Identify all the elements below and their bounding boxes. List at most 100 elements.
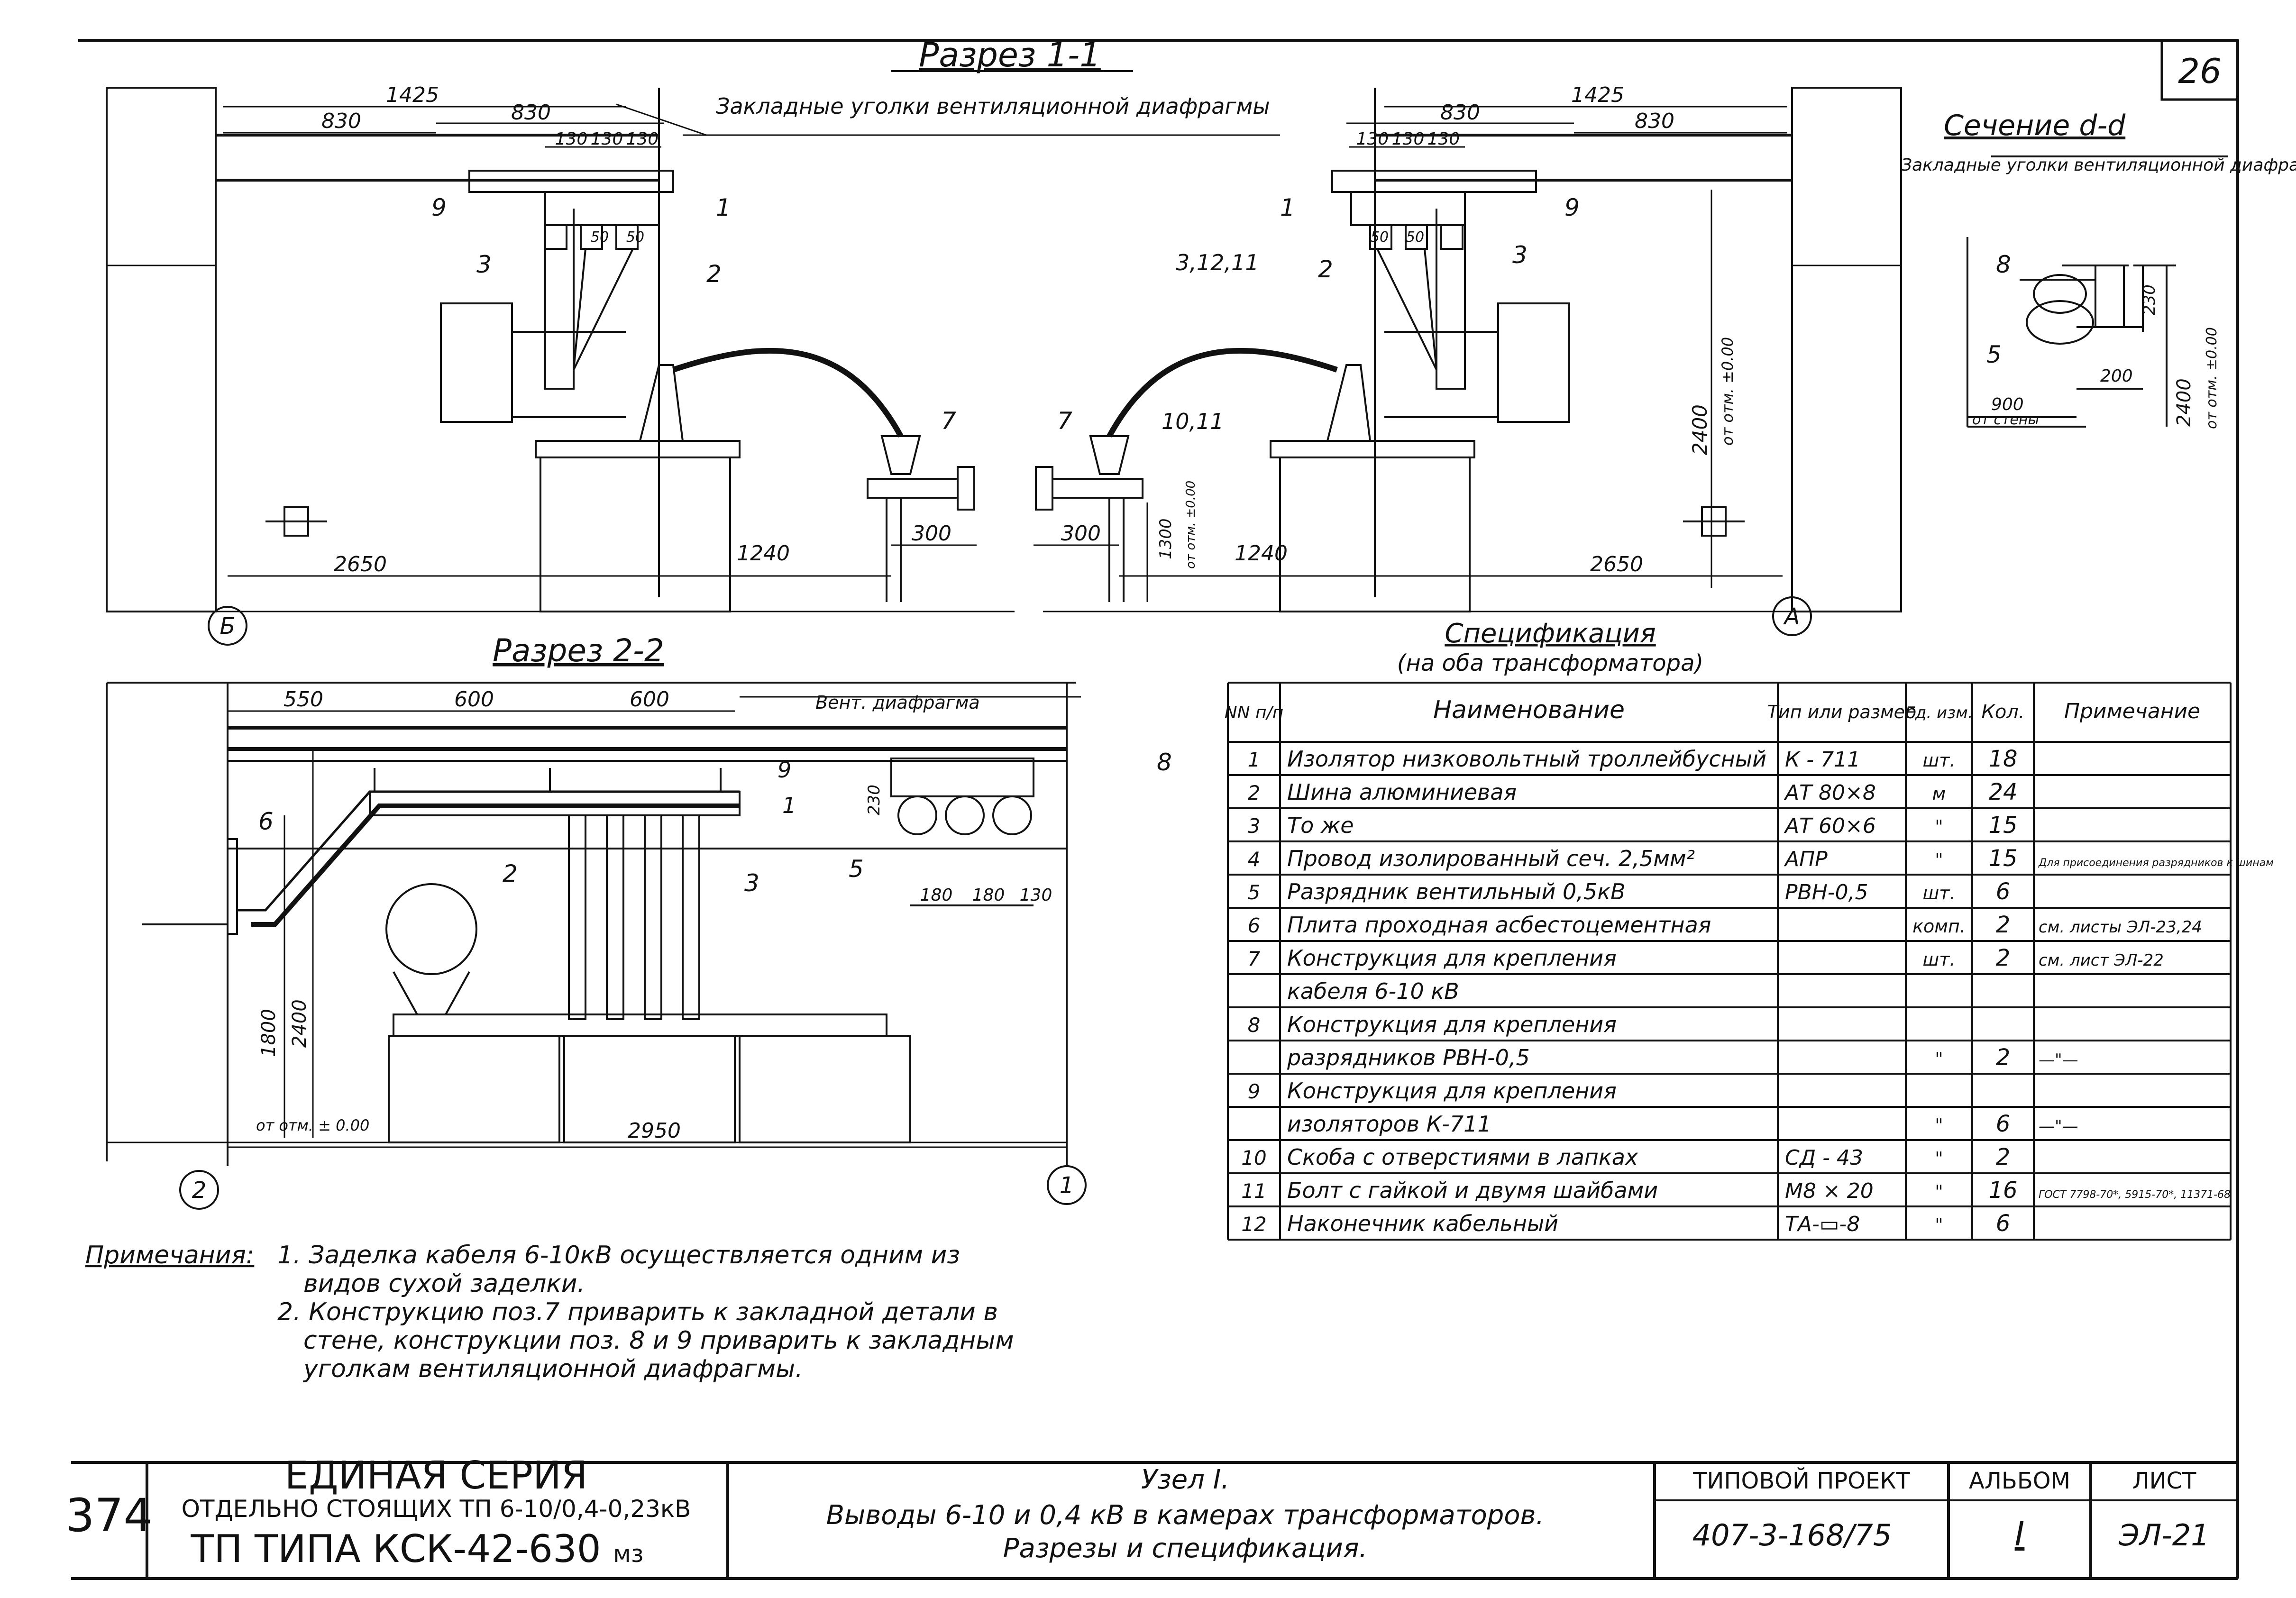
spec-cell-name: Изолятор низковольтный троллейбусный [1287, 746, 1766, 772]
title-block: 374 ЕДИНАЯ СЕРИЯ ОТДЕЛЬНО СТОЯЩИХ ТП 6-1… [65, 1453, 2238, 1579]
side-code: 374 [65, 1489, 152, 1542]
pos-2-left: 2 [706, 260, 722, 288]
note-line-1: 1. Заделка кабеля 6-10кВ осуществляется … [277, 1241, 960, 1269]
specification: Спецификация (на оба трансформатора) NN … [1225, 618, 2274, 1241]
series-sub: ОТДЕЛЬНО СТОЯЩИХ ТП 6-10/0,4-0,23кВ [182, 1495, 691, 1523]
spec-cell-num: 7 [1248, 947, 1261, 970]
embedded-angles-note: Закладные уголки вентиляционной диафрагм… [716, 93, 1270, 119]
spec-cell-name: Плита проходная асбестоцементная [1287, 912, 1711, 938]
dd-dim-200: 200 [2100, 366, 2133, 386]
spec-cell-name: кабеля 6-10 кВ [1287, 978, 1459, 1004]
pos-9-right: 9 [1564, 194, 1580, 221]
spec-cell-num: 10 [1241, 1146, 1266, 1169]
spec-cell-qty: 18 [1988, 746, 2017, 772]
spec-cell-name: Конструкция для крепления [1287, 945, 1617, 971]
spec-cell-qty: 16 [1988, 1177, 2017, 1204]
axis-1-label: 1 [1060, 1172, 1074, 1199]
spec-cell-num: 11 [1241, 1179, 1266, 1203]
spec-header-name: Наименование [1433, 696, 1625, 724]
axis-2-marker [179, 1170, 219, 1210]
spec-cell-note: ГОСТ 7798-70*, 5915-70*, 11371-68 [2039, 1189, 2231, 1201]
section-d-d-note-text: Закладные уголки вентиляционной диафрагм… [1901, 155, 2296, 175]
spec-header-type: Тип или размер [1767, 702, 1916, 722]
pos-3-right: 3 [1512, 241, 1528, 269]
spec-cell-name: Шина алюминиевая [1287, 779, 1517, 805]
dd-dim-2400: 2400 [2173, 378, 2195, 427]
dd-dim-230: 230 [2140, 284, 2159, 315]
dim-130-left-b: 130 [591, 129, 623, 149]
spec-subtitle: (на оба трансформатора) [1397, 650, 1703, 676]
sheet-frame [71, 39, 2239, 1580]
node-title: Узел I. [1141, 1464, 1229, 1495]
spec-cell-num: 1 [1248, 748, 1261, 771]
dim-1240-left: 1240 [737, 541, 790, 566]
spec-cell-num: 9 [1248, 1080, 1261, 1103]
dim-50-right-a: 50 [1371, 229, 1389, 246]
spec-cell-name: Конструкция для крепления [1287, 1078, 1617, 1104]
spec-header-note: Примечание [2064, 699, 2200, 723]
spec-grid [1227, 682, 2232, 1241]
axis-a-marker [1772, 596, 1812, 636]
spec-cell-type: РВН-0,5 [1785, 880, 1868, 904]
spec-cell-qty: 2 [1996, 1044, 2011, 1071]
dim-1425-right: 1425 [1571, 83, 1624, 107]
spec-cell-unit: шт. [1923, 949, 1956, 970]
series-title: ЕДИНАЯ СЕРИЯ [285, 1453, 588, 1498]
pos-9-left: 9 [431, 194, 447, 221]
album-value: I [2015, 1515, 2025, 1553]
spec-cell-note: см. листы ЭЛ-23,24 [2039, 918, 2202, 937]
note-line-3: 2. Конструкцию поз.7 приварить к закладн… [277, 1298, 998, 1326]
spec-cell-qty: 15 [1988, 812, 2017, 839]
spec-cell-type: ТА-▭-8 [1785, 1212, 1860, 1236]
pos-10-11: 10,11 [1162, 409, 1224, 434]
dim-550: 550 [284, 687, 323, 712]
spec-cell-type: АТ 60×6 [1784, 814, 1876, 838]
vent-diaphragm-label: Вент. диафрагма [815, 692, 980, 713]
pos-6-22: 6 [258, 808, 274, 835]
dim-1300-right: 1300 [1156, 518, 1175, 559]
project-value: 407-3-168/75 [1692, 1518, 1892, 1552]
dim-50-left-a: 50 [591, 229, 609, 246]
spec-cell-unit: шт. [1923, 750, 1956, 771]
description-1: Выводы 6-10 и 0,4 кВ в камерах трансформ… [826, 1500, 1545, 1531]
dd-pos-8: 8 [1996, 251, 2011, 278]
spec-cell-unit: " [1935, 1049, 1943, 1069]
album-label: АЛЬБОМ [1969, 1468, 2070, 1494]
note-line-5: уголкам вентиляционной диафрагмы. [302, 1355, 803, 1383]
spec-title: Спецификация [1445, 618, 1656, 649]
pos-3-22: 3 [744, 869, 759, 897]
dim-180-a: 180 [920, 886, 953, 905]
note-line-2: видов сухой заделки. [303, 1269, 585, 1298]
spec-cell-qty: 15 [1988, 845, 2017, 872]
spec-cell-num: 6 [1248, 914, 1261, 937]
dd-dim-2400-note: от отм. ±0.00 [2204, 327, 2220, 429]
spec-cell-name: Конструкция для крепления [1287, 1012, 1617, 1037]
spec-cell-type: СД - 43 [1785, 1146, 1863, 1170]
dim-mark-note-22: от отм. ± 0.00 [256, 1116, 369, 1134]
pos-5-22: 5 [849, 855, 864, 883]
section-d-d: Сечение d-d Закладные уголки вентиляцион… [1901, 109, 2296, 429]
spec-cell-num: 12 [1241, 1213, 1266, 1236]
spec-header-num: NN п/п [1225, 703, 1284, 722]
spec-cell-type: АПР [1784, 847, 1828, 871]
spec-cell-num: 2 [1248, 781, 1261, 804]
spec-cell-note: —"— [2039, 1050, 2078, 1069]
dim-1300-note: от отм. ±0.00 [1184, 481, 1198, 569]
spec-cell-note: см. лист ЭЛ-22 [2039, 951, 2164, 970]
spec-cell-num: 5 [1248, 881, 1261, 904]
section-1-1-title: Разрез 1-1 [919, 36, 1101, 74]
dim-830-right-b: 830 [1635, 109, 1674, 133]
pos-1-right: 1 [1280, 194, 1295, 221]
spec-cell-qty: 2 [1996, 1144, 2011, 1170]
spec-cell-qty: 6 [1996, 1210, 2011, 1237]
spec-cell-note: Для присоединения разрядников к шинам [2038, 857, 2274, 869]
spec-cell-num: 8 [1248, 1014, 1261, 1037]
axis-a-label: А [1783, 603, 1800, 630]
dd-dim-900: 900 [1991, 395, 2024, 414]
dim-130-right-a: 130 [1356, 129, 1389, 149]
dim-1425-left: 1425 [386, 83, 439, 107]
section-d-d-note: Закладные уголки вентиляционной диафрагм… [1901, 155, 2296, 175]
dim-2400-note-right: от отм. ±0.00 [1719, 337, 1737, 446]
spec-cell-qty: 6 [1996, 1111, 2011, 1137]
